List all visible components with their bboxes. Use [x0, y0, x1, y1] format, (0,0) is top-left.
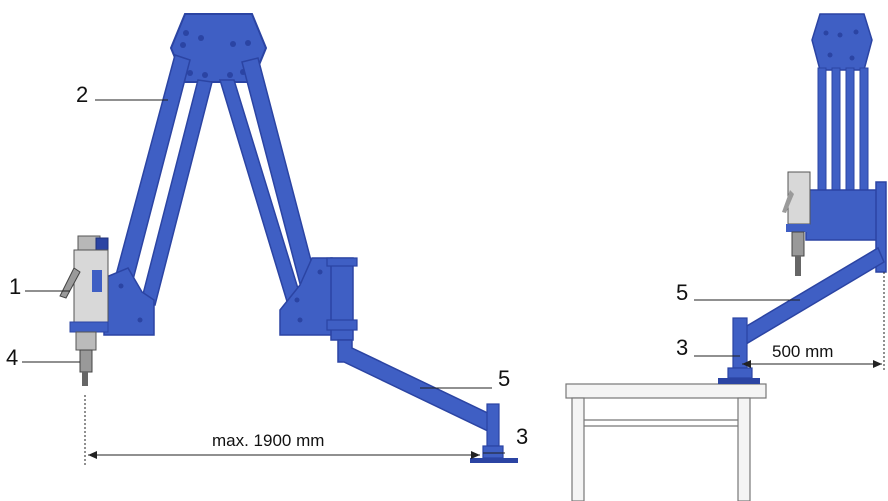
label-2: 2	[76, 82, 88, 107]
offset-dimension: 500 mm	[772, 342, 833, 361]
folded-bracket	[805, 189, 885, 241]
folded-tapping-tool	[782, 171, 811, 276]
left-arm-inner	[140, 79, 213, 306]
workbench	[565, 383, 767, 501]
tapping-tool	[59, 235, 109, 386]
left-arm-assembly	[59, 13, 518, 463]
folded-top-hub	[811, 13, 873, 71]
label-4: 4	[6, 345, 18, 370]
extension-arm	[337, 339, 500, 433]
left-leaders	[22, 99, 505, 465]
label-5-left: 5	[498, 366, 510, 391]
reach-dimension: max. 1900 mm	[212, 431, 324, 450]
label-3-left: 3	[516, 424, 528, 449]
label-3-right: 3	[676, 335, 688, 360]
folded-extension-arm	[739, 246, 885, 346]
label-5-right: 5	[676, 280, 688, 305]
right-leaders	[694, 272, 885, 372]
base-mount	[470, 403, 518, 463]
right-arm-assembly	[565, 13, 887, 501]
label-1: 1	[9, 274, 21, 299]
